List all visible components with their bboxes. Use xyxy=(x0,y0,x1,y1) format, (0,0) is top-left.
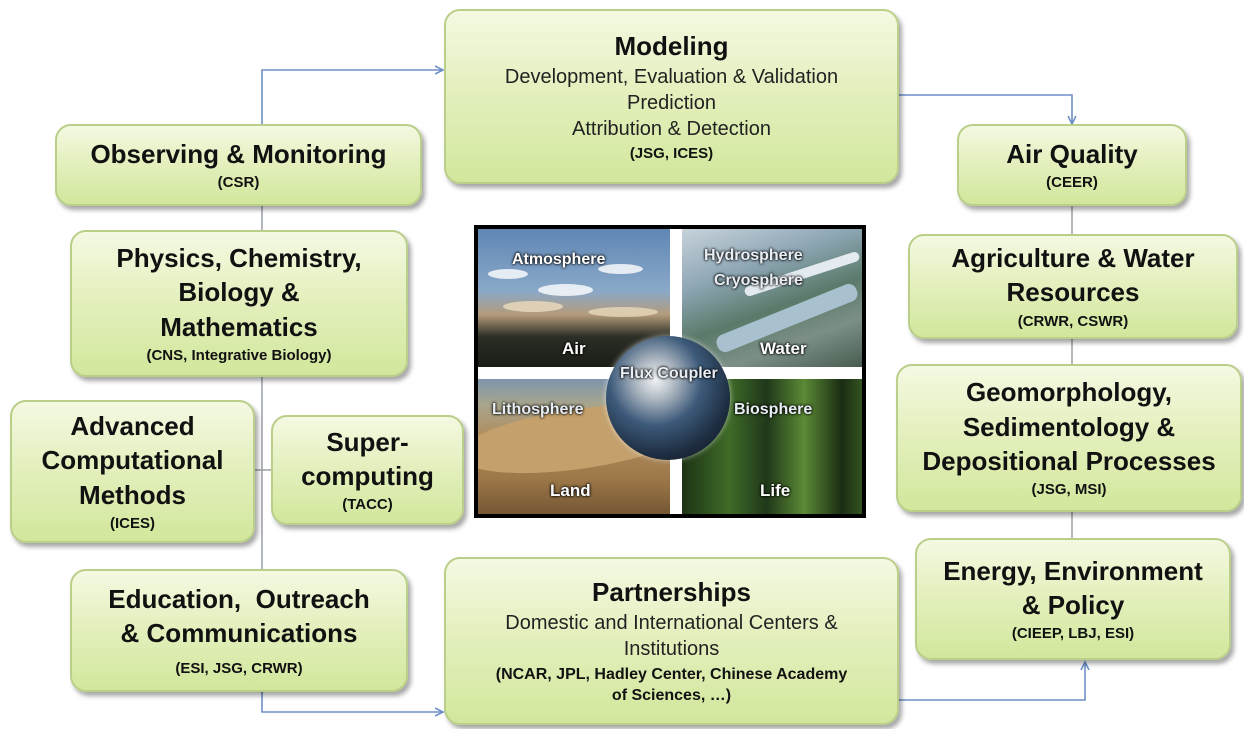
partnerships-code-line: (NCAR, JPL, Hadley Center, Chinese Acade… xyxy=(495,665,848,683)
observing-code: (CSR) xyxy=(217,174,260,192)
observing-title: Observing & Monitoring xyxy=(90,138,387,169)
hydrosphere-label: Hydrosphere xyxy=(704,247,803,264)
life-label: Life xyxy=(760,481,791,500)
partnerships-code-line: of Sciences, …) xyxy=(611,687,732,705)
arrow-modeling-airquality xyxy=(899,95,1072,124)
supercomputing-title-line: Super- xyxy=(326,426,409,457)
advanced-title-line: Computational xyxy=(41,445,224,476)
advanced-title-line: Methods xyxy=(79,479,186,510)
geomorphology-title-line: Geomorphology, xyxy=(965,377,1173,408)
flux-coupler-label: Flux Coupler xyxy=(620,365,718,382)
agriculture-box: Agriculture & Water Resources (CRWR, CSW… xyxy=(908,234,1238,339)
earth-system-image: Atmosphere Air Hydrosphere Cryosphere Wa… xyxy=(474,225,866,518)
supercomputing-title-line: computing xyxy=(301,460,434,491)
lithosphere-label: Lithosphere xyxy=(492,401,584,418)
advanced-title-line: Advanced xyxy=(70,410,195,441)
hydrosphere-quadrant xyxy=(682,229,862,367)
education-title-line: & Communications xyxy=(120,618,358,649)
education-box: Education, Outreach & Communications (ES… xyxy=(70,569,408,692)
water-label: Water xyxy=(760,339,807,358)
land-label: Land xyxy=(550,481,591,500)
agriculture-title-line: Agriculture & Water xyxy=(951,243,1195,274)
physics-title-line: Physics, Chemistry, xyxy=(116,242,362,273)
partnerships-box: Partnerships Domestic and International … xyxy=(444,557,899,725)
agriculture-title-line: Resources xyxy=(1006,277,1140,308)
energy-title-line: & Policy xyxy=(1021,589,1125,620)
air-label: Air xyxy=(562,339,586,358)
advanced-box: Advanced Computational Methods (ICES) xyxy=(10,400,255,543)
modeling-box: Modeling Development, Evaluation & Valid… xyxy=(444,9,899,184)
observing-box: Observing & Monitoring (CSR) xyxy=(55,124,422,206)
geomorphology-title-line: Sedimentology & xyxy=(962,411,1176,442)
partnerships-title: Partnerships xyxy=(592,577,751,608)
air-quality-code: (CEER) xyxy=(1046,174,1098,192)
partnerships-line: Domestic and International Centers & xyxy=(505,611,838,634)
physics-code: (CNS, Integrative Biology) xyxy=(146,346,332,364)
agriculture-code: (CRWR, CSWR) xyxy=(1017,312,1129,330)
modeling-line: Attribution & Detection xyxy=(572,117,771,140)
physics-title-line: Mathematics xyxy=(160,311,318,342)
education-code: (ESI, JSG, CRWR) xyxy=(175,659,303,677)
modeling-title: Modeling xyxy=(614,31,729,62)
advanced-code: (ICES) xyxy=(110,514,155,532)
modeling-line: Prediction xyxy=(627,91,716,114)
biosphere-label: Biosphere xyxy=(734,401,813,418)
geomorphology-title-line: Depositional Processes xyxy=(922,446,1216,477)
air-quality-title: Air Quality xyxy=(1006,138,1138,169)
energy-title-line: Energy, Environment xyxy=(943,555,1203,586)
geomorphology-code: (JSG, MSI) xyxy=(1031,481,1107,499)
air-quality-box: Air Quality (CEER) xyxy=(957,124,1187,206)
physics-title-line: Biology & xyxy=(178,277,300,308)
arrow-observing-modeling xyxy=(262,70,443,124)
atmosphere-label: Atmosphere xyxy=(512,251,606,268)
energy-code: (CIEEP, LBJ, ESI) xyxy=(1011,625,1135,643)
supercomputing-box: Super- computing (TACC) xyxy=(271,415,464,525)
arrow-education-partnerships xyxy=(262,693,443,712)
partnerships-line: Institutions xyxy=(623,637,720,660)
modeling-line: Development, Evaluation & Validation xyxy=(504,65,839,88)
cryosphere-label: Cryosphere xyxy=(714,272,803,289)
geomorphology-box: Geomorphology, Sedimentology & Depositio… xyxy=(896,364,1242,512)
education-title-line: Education, Outreach xyxy=(108,584,370,615)
physics-box: Physics, Chemistry, Biology & Mathematic… xyxy=(70,230,408,377)
modeling-code: (JSG, ICES) xyxy=(629,144,714,162)
arrow-partnerships-energy xyxy=(899,662,1085,700)
energy-box: Energy, Environment & Policy (CIEEP, LBJ… xyxy=(915,538,1231,660)
supercomputing-code: (TACC) xyxy=(342,496,393,514)
earth-globe-icon xyxy=(606,336,730,460)
